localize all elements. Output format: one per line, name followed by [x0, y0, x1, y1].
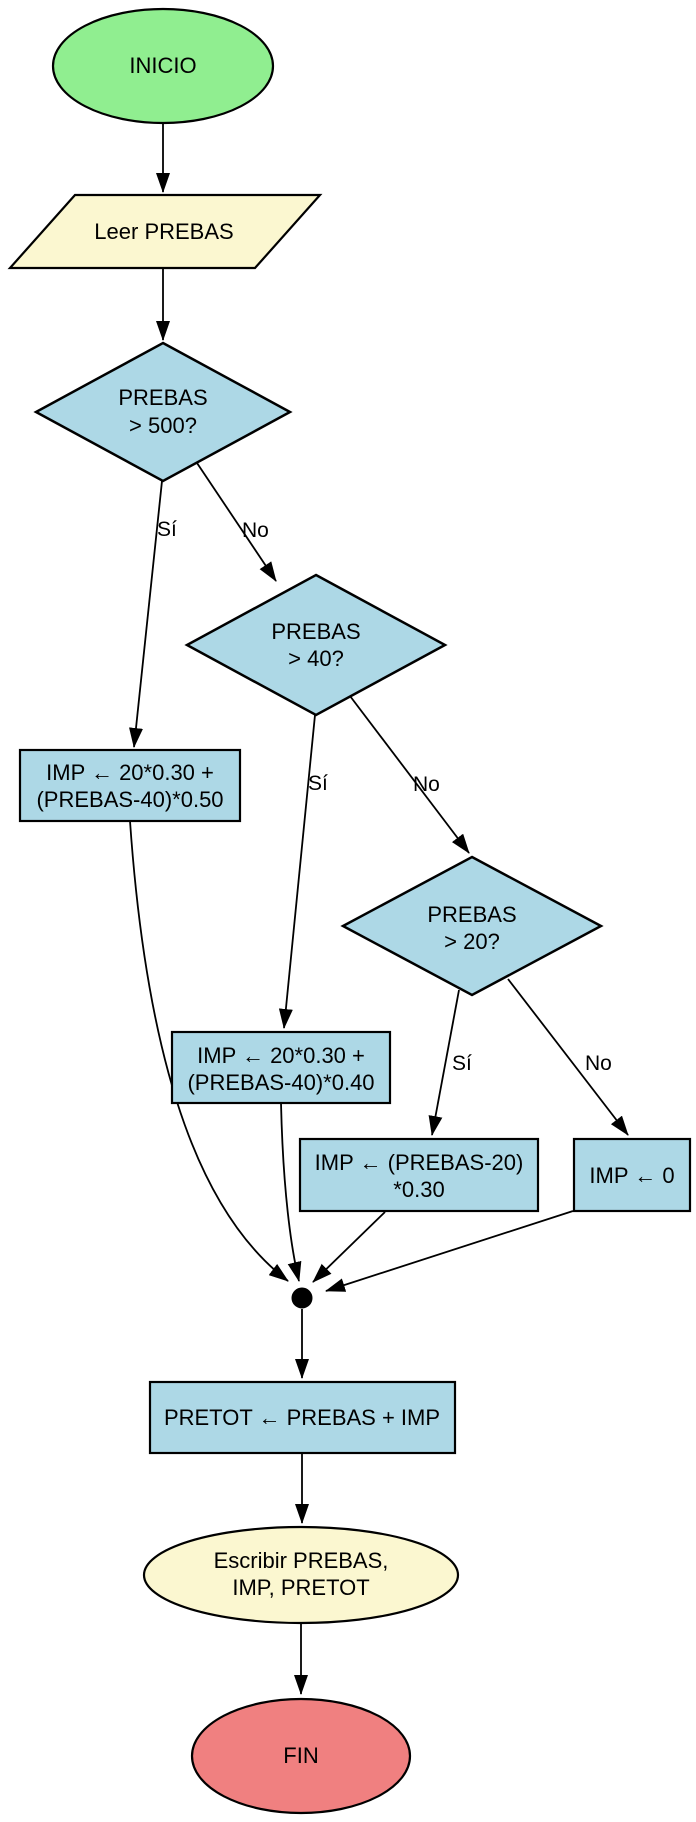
- edge-label-d40-si: Sí: [308, 772, 328, 795]
- decision-node-prebas-500-line1: PREBAS: [118, 385, 207, 410]
- junction-dot: [291, 1287, 313, 1309]
- process-node-imp-040-line1: IMP ← 20*0.30 +: [197, 1043, 365, 1068]
- decision-node-prebas-500: [33, 341, 293, 483]
- edge-label-d500-si: Sí: [157, 518, 177, 541]
- process-node-imp-050-line2: (PREBAS-40)*0.50: [36, 787, 223, 812]
- end-node-label: FIN: [283, 1743, 318, 1768]
- edge-label-d20-si: Sí: [452, 1052, 472, 1075]
- decision-node-prebas-500-line2: > 500?: [129, 413, 197, 438]
- edge-decision500-no: [196, 462, 277, 582]
- io-node-escribir-line1: Escribir PREBAS,: [214, 1548, 389, 1573]
- decision-node-prebas-40-line1: PREBAS: [271, 619, 360, 644]
- decision-node-prebas-40: [184, 573, 448, 717]
- process-node-imp-cero: [572, 1137, 692, 1213]
- process-node-imp-050-line1: IMP ← 20*0.30 +: [46, 760, 214, 785]
- edge-label-d20-no: No: [585, 1052, 612, 1075]
- process-node-imp-030: [298, 1137, 540, 1213]
- decision-node-prebas-20-line2: > 20?: [444, 929, 500, 954]
- process-node-pretot-label: PRETOT ← PREBAS + IMP: [164, 1405, 440, 1430]
- decision-node-prebas-20-line1: PREBAS: [427, 902, 516, 927]
- process-node-imp-030-line1: IMP ← (PREBAS-20): [315, 1150, 524, 1175]
- edge-decision20-no: [507, 978, 629, 1136]
- edge-decision500-si: [129, 480, 163, 748]
- end-node: [190, 1697, 412, 1815]
- edge-decision40-no: [349, 695, 470, 854]
- edge-decision20-si: [428, 989, 460, 1136]
- process-node-imp-040: [170, 1030, 392, 1105]
- edge-label-d40-no: No: [413, 773, 440, 796]
- io-node-leer-prebas: [7, 193, 323, 270]
- edge-imp030-to-junction: [312, 1211, 386, 1283]
- io-node-escribir-line2: IMP, PRETOT: [232, 1575, 369, 1600]
- edge-decision40-si: [278, 714, 316, 1029]
- process-node-imp-cero-label: IMP ← 0: [589, 1163, 674, 1188]
- process-node-imp-040-line2: (PREBAS-40)*0.40: [187, 1070, 374, 1095]
- process-node-imp-030-line2: *0.30: [393, 1177, 444, 1202]
- start-node: [51, 7, 275, 125]
- edge-label-d500-no: No: [242, 519, 269, 542]
- decision-node-prebas-20: [340, 855, 604, 997]
- edge-imp050-to-junction: [129, 820, 289, 1282]
- io-node-escribir: [142, 1525, 460, 1625]
- process-node-imp-050: [18, 748, 242, 823]
- edge-impcero-to-junction: [325, 1210, 574, 1292]
- decision-node-prebas-40-line2: > 40?: [288, 646, 344, 671]
- process-node-pretot: [148, 1380, 457, 1455]
- io-node-leer-prebas-label: Leer PREBAS: [94, 219, 233, 244]
- edge-imp040-to-junction: [280, 1102, 302, 1282]
- start-node-label: INICIO: [129, 53, 196, 78]
